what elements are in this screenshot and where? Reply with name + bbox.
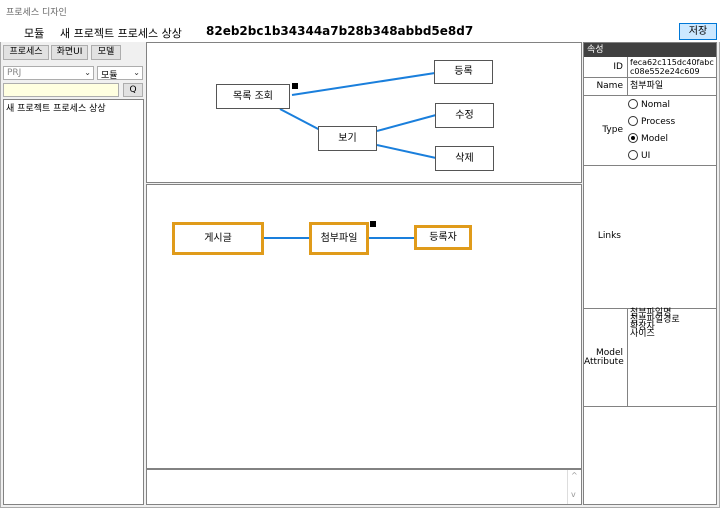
project-select[interactable]: PRJ ⌄ [3, 66, 94, 80]
chevron-down-icon: ⌄ [133, 68, 140, 77]
node-delete[interactable]: 삭제 [435, 146, 494, 171]
node-register[interactable]: 등록 [434, 60, 493, 84]
selection-marker [292, 83, 298, 89]
prop-attributes-row: Model Attribute 첨부파일명 첨부파일경로 확장자 사이즈 [584, 309, 716, 407]
process-name: 새 프로젝트 프로세스 상상 [60, 27, 182, 40]
type-radio-process[interactable]: Process [628, 116, 675, 127]
connector-line [291, 72, 436, 96]
textarea-scrollbar[interactable]: ^ v [567, 470, 581, 504]
attribute-item: 확장자 [630, 322, 655, 332]
window-title: 프로세스 디자인 [6, 8, 67, 18]
type-radio-ui[interactable]: UI [628, 150, 650, 161]
model-diagram-canvas[interactable]: 게시글 첨부파일 등록자 [146, 184, 582, 469]
type-option-label: Nomal [641, 100, 671, 110]
node-edit[interactable]: 수정 [435, 103, 494, 128]
prop-id-label: ID [613, 62, 623, 72]
radio-icon [628, 150, 638, 160]
prop-id-value[interactable]: feca62c115dc40fabcc08e552e24c609 [627, 57, 716, 77]
search-input[interactable] [3, 83, 119, 97]
tree-item[interactable]: 새 프로젝트 프로세스 상상 [6, 104, 106, 114]
connector-line [376, 114, 437, 132]
node-post[interactable]: 게시글 [172, 222, 264, 255]
type-select-value: 모듈 [101, 71, 118, 81]
project-tree: 새 프로젝트 프로세스 상상 [3, 99, 144, 505]
node-list[interactable]: 목록 조회 [216, 84, 290, 109]
node-view[interactable]: 보기 [318, 126, 377, 151]
process-tab-button[interactable]: 프로세스 [3, 45, 49, 60]
prop-type-label: Type [602, 125, 623, 135]
scroll-down-icon[interactable]: v [571, 490, 576, 499]
header-bar: 모듈 새 프로젝트 프로세스 상상 82eb2bc1b34344a7b28b34… [0, 22, 720, 42]
module-label: 모듈 [24, 27, 45, 40]
process-id: 82eb2bc1b34344a7b28b348abbd5e8d7 [206, 24, 474, 38]
prop-attributes-label: Model Attribute [584, 348, 624, 367]
type-radio-model[interactable]: Model [628, 133, 668, 144]
model-connectors [264, 237, 415, 239]
title-bar: 프로세스 디자인 [0, 0, 720, 22]
prop-name-label: Name [596, 81, 623, 91]
process-diagram-canvas[interactable]: 목록 조회 등록 보기 수정 삭제 [146, 42, 582, 183]
type-option-label: Model [641, 134, 669, 144]
project-select-value: PRJ [7, 68, 22, 78]
screen-ui-tab-button[interactable]: 화면UI [51, 45, 88, 60]
node-attachment[interactable]: 첨부파일 [309, 222, 369, 255]
search-button[interactable]: Q [123, 83, 143, 97]
scroll-up-icon[interactable]: ^ [571, 471, 578, 480]
prop-name-row: Name 첨부파일 [584, 78, 716, 96]
process-connectors [279, 72, 437, 159]
prop-attributes-list[interactable]: 첨부파일명 첨부파일경로 확장자 사이즈 [627, 309, 680, 406]
type-option-label: UI [641, 151, 651, 161]
connector-line [376, 144, 437, 159]
radio-checked-icon [628, 133, 638, 143]
connector-line [279, 108, 323, 132]
prop-links-row: Links [584, 166, 716, 309]
selection-marker [370, 221, 376, 227]
prop-type-row: Type [584, 96, 716, 166]
attribute-item: 첨부파일경로 [630, 315, 680, 325]
radio-icon [628, 99, 638, 109]
attribute-item: 사이즈 [630, 329, 655, 339]
description-textarea[interactable]: ^ v [146, 469, 582, 505]
chevron-down-icon: ⌄ [84, 68, 91, 77]
type-radio-nomal[interactable]: Nomal [628, 99, 670, 110]
prop-links-value[interactable] [627, 166, 629, 308]
properties-header: 속성 [584, 43, 716, 57]
prop-id-row: ID feca62c115dc40fabcc08e552e24c609 [584, 57, 716, 78]
prop-links-label: Links [597, 231, 621, 241]
type-option-label: Process [641, 117, 676, 127]
save-button[interactable]: 저장 [679, 23, 717, 40]
prop-name-value[interactable]: 첨부파일 [627, 78, 663, 95]
node-registrant[interactable]: 등록자 [414, 225, 472, 250]
model-tab-button[interactable]: 모델 [91, 45, 121, 60]
attribute-item: 첨부파일명 [630, 308, 672, 318]
radio-icon [628, 116, 638, 126]
type-select[interactable]: 모듈 ⌄ [97, 66, 143, 81]
